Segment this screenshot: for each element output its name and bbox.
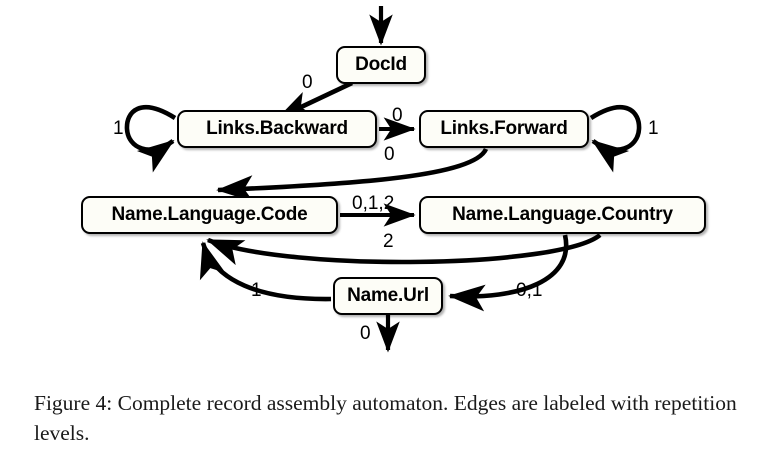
node-links-backward[interactable]: Links.Backward	[177, 110, 377, 148]
node-name-language-code-label: Name.Language.Code	[111, 204, 308, 225]
edge-forward-self-loop	[589, 105, 642, 173]
edge-url-to-code	[199, 241, 332, 302]
node-links-backward-label: Links.Backward	[206, 118, 348, 139]
node-name-language-code[interactable]: Name.Language.Code	[81, 196, 338, 234]
node-name-language-country[interactable]: Name.Language.Country	[419, 196, 706, 234]
edge-country-to-code	[206, 233, 602, 266]
edge-label-forward-self: 1	[648, 118, 659, 139]
node-links-forward-label: Links.Forward	[440, 118, 568, 139]
figure-caption: Figure 4: Complete record assembly autom…	[34, 391, 737, 445]
edge-label-country-to-code: 2	[383, 231, 394, 252]
edge-backward-self-loop	[124, 105, 177, 173]
edge-label-url-to-code: 1	[251, 280, 262, 301]
node-name-url[interactable]: Name.Url	[333, 277, 443, 315]
automaton-diagram	[124, 6, 642, 353]
edge-label-forward-to-code: 0	[384, 144, 395, 165]
edge-label-docid-to-backward: 0	[302, 72, 313, 93]
edge-label-url-to-end: 0	[360, 323, 371, 344]
edge-label-code-to-country: 0,1,2	[352, 193, 395, 214]
node-docid-label: DocId	[355, 54, 407, 75]
node-name-language-country-label: Name.Language.Country	[452, 204, 673, 225]
edge-label-backward-to-forward: 0	[392, 105, 403, 126]
node-docid[interactable]: DocId	[336, 46, 426, 84]
edge-country-to-url	[448, 234, 569, 312]
edge-label-country-to-url: 0,1	[516, 280, 543, 301]
edge-forward-to-code	[216, 147, 489, 202]
node-name-url-label: Name.Url	[347, 285, 429, 306]
edge-label-backward-self: 1	[113, 118, 124, 139]
node-links-forward[interactable]: Links.Forward	[419, 110, 589, 148]
